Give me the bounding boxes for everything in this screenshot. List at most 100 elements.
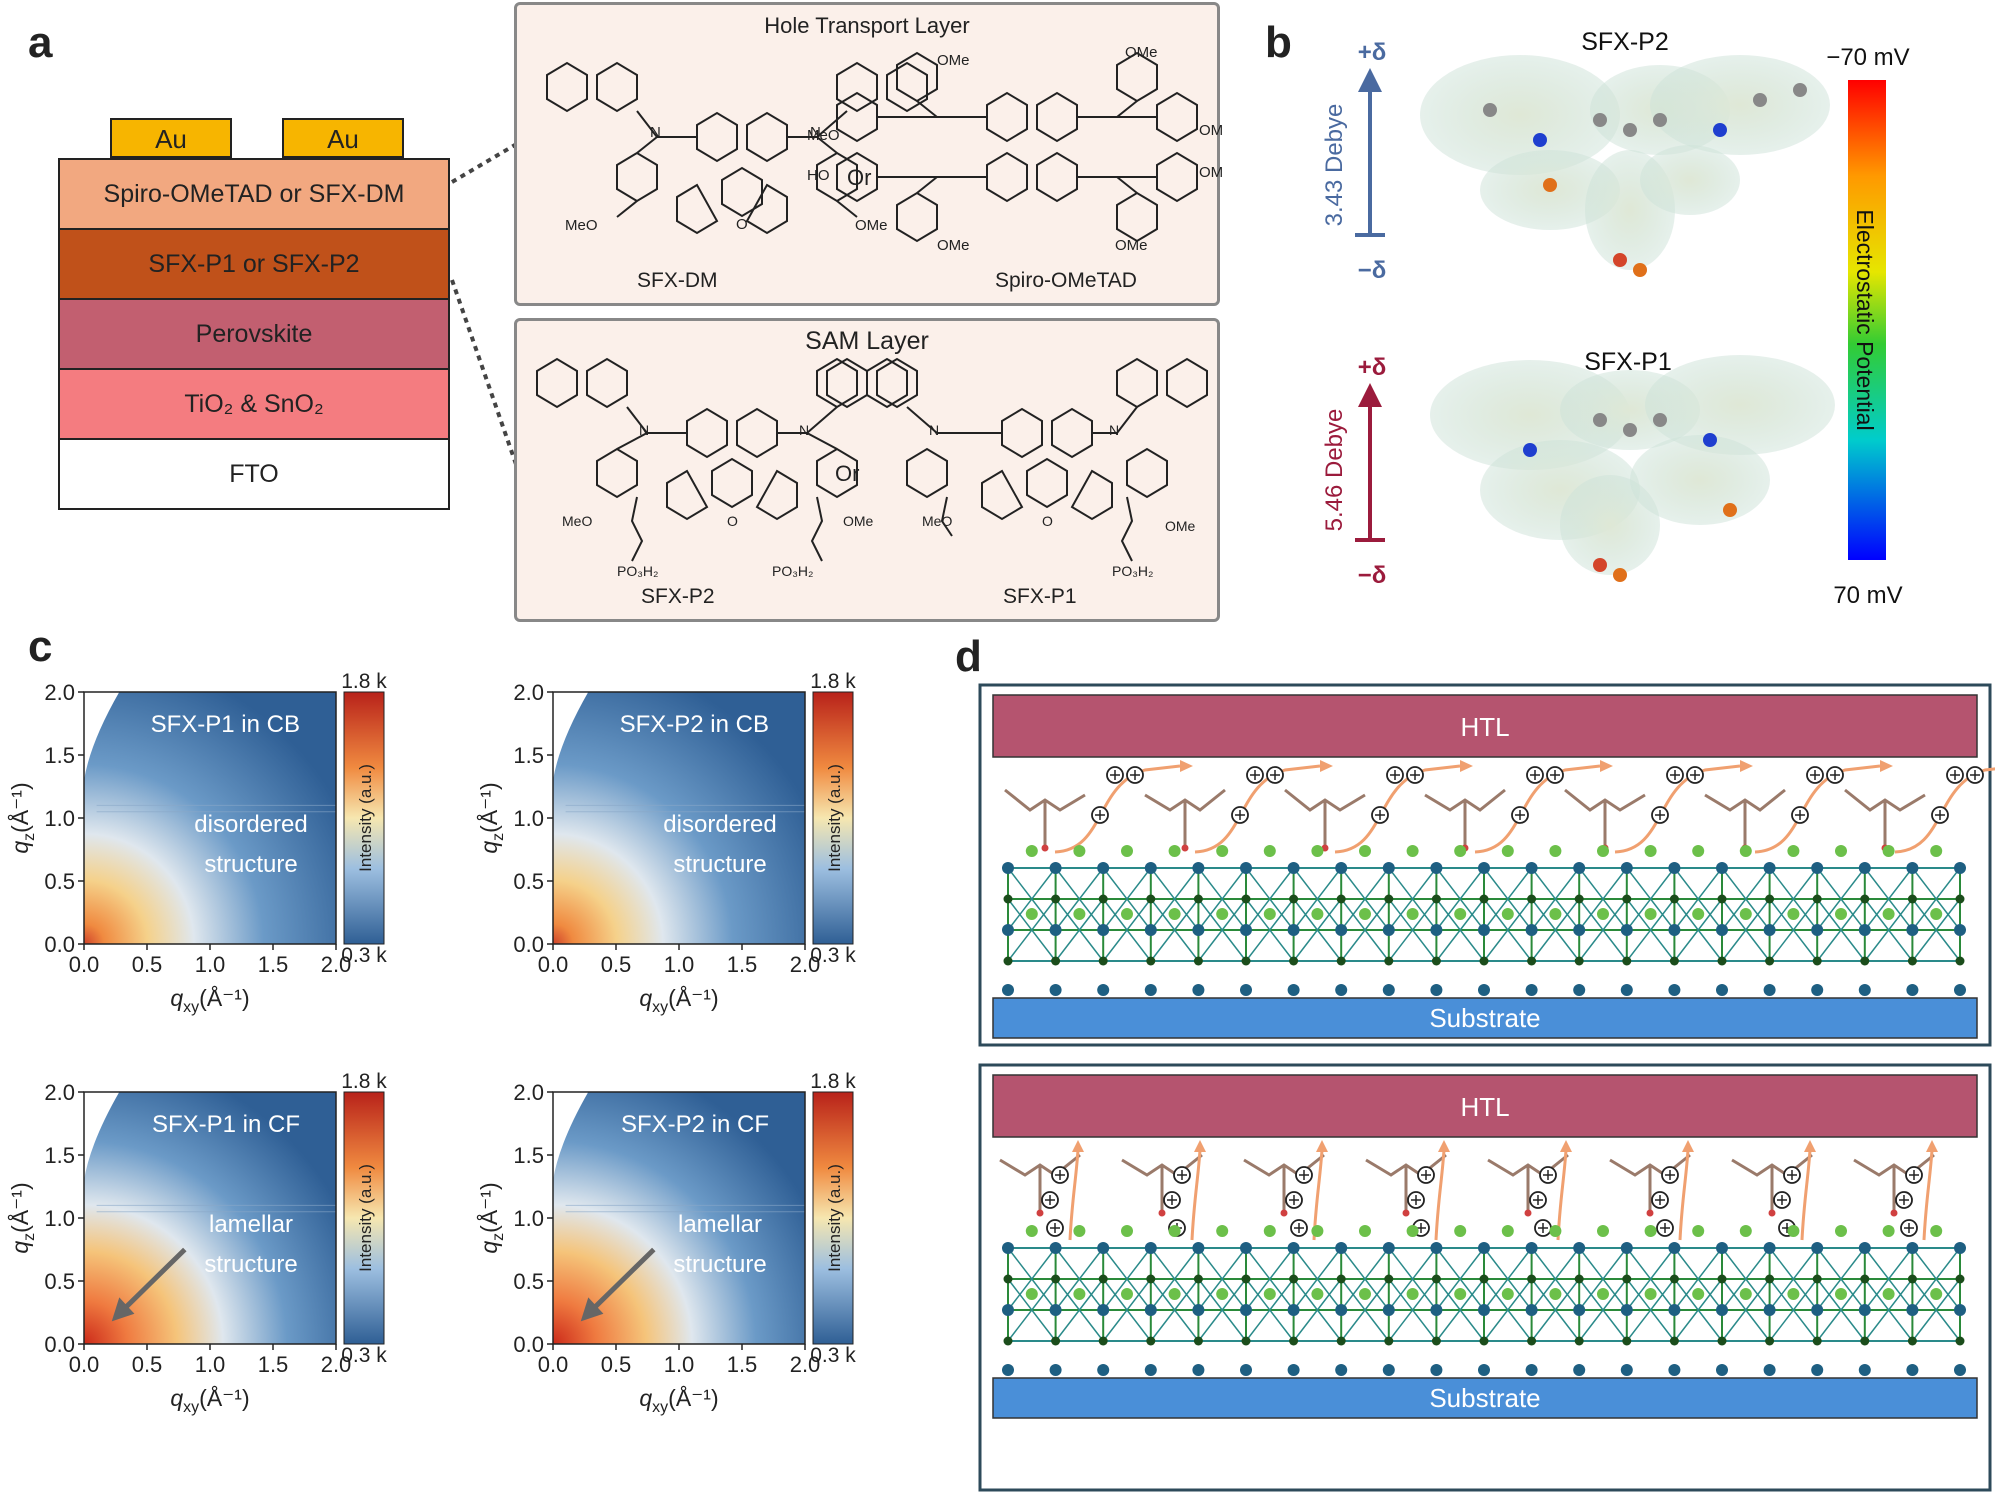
lattice-node xyxy=(1527,1336,1537,1346)
atom-label-o: O xyxy=(727,513,738,529)
giwaxs-plot: 0.00.00.50.51.01.01.51.52.02.0qxy(Å⁻¹)qz… xyxy=(6,670,387,1016)
a-site-ion xyxy=(1263,845,1276,857)
x-tick-label: 1.0 xyxy=(195,952,226,977)
sam-structures: N N O MeO OMe PO₃H₂ PO₃H₂ N N O MeO OMe … xyxy=(536,357,1208,608)
x-tick-label: 2.0 xyxy=(321,1352,352,1377)
a-site-ion xyxy=(1787,845,1800,857)
colorbar-max: 1.8 k xyxy=(341,1070,387,1093)
atom-label-meo: MeO xyxy=(562,513,592,529)
lattice-node xyxy=(1336,1274,1346,1284)
a-site-ion xyxy=(1692,1288,1705,1300)
lattice-node xyxy=(1241,894,1251,904)
x-tick-label: 0.5 xyxy=(132,952,163,977)
lattice-node xyxy=(1717,894,1727,904)
x-tick-label: 0.0 xyxy=(69,952,100,977)
substrate-label-bottom: Substrate xyxy=(1429,1383,1540,1413)
lattice-node xyxy=(1858,984,1871,996)
atom-label-ho: HO xyxy=(807,167,830,184)
vertical-hole-arrow xyxy=(1190,1149,1202,1241)
lattice-diagonal xyxy=(1864,1278,1913,1342)
lattice-node xyxy=(1860,1336,1870,1346)
htl-label-top: HTL xyxy=(1460,712,1509,742)
lattice-node xyxy=(1812,1274,1822,1284)
sam-box-title: SAM Layer xyxy=(805,327,929,355)
a-site-ion xyxy=(1121,1288,1133,1300)
molecule-anchor-atom xyxy=(1158,1209,1166,1217)
lattice-node xyxy=(1049,862,1062,874)
lattice-diagonal xyxy=(1102,1247,1152,1311)
panel-letter-d: d xyxy=(955,632,982,681)
a-site-ion xyxy=(1168,1225,1181,1237)
sam-molecule-box: SAM Layer xyxy=(514,318,1220,622)
atom-label-po3h2: PO₃H₂ xyxy=(617,563,658,579)
a-site-ion xyxy=(1882,845,1895,857)
lattice-node xyxy=(1622,1336,1632,1346)
a-site-ion xyxy=(1597,845,1609,857)
lattice-diagonal xyxy=(1435,1278,1485,1342)
y-tick-label: 2.0 xyxy=(513,1080,544,1105)
connector-sam xyxy=(450,279,520,471)
lattice-node xyxy=(1622,956,1632,966)
a-site-ion xyxy=(1121,908,1133,920)
lattice-diagonal xyxy=(1435,867,1485,931)
a-site-ion xyxy=(1406,845,1419,857)
lattice-diagonal xyxy=(1769,1247,1818,1311)
lattice-node xyxy=(1289,1274,1299,1284)
a-site-ion xyxy=(1168,908,1181,920)
layer-perovskite: Perovskite xyxy=(60,300,448,370)
x-tick-label: 0.5 xyxy=(601,1352,632,1377)
a-site-ion xyxy=(1406,1225,1419,1237)
lattice-node xyxy=(1336,956,1346,966)
a-site-ion xyxy=(1073,1225,1086,1237)
lattice-diagonal xyxy=(1150,1247,1199,1311)
molecule-name-bottom: SFX-P1 xyxy=(1584,348,1672,376)
esp-surface-sfx-p2: SFX-P2 xyxy=(1420,28,1830,277)
lattice-node xyxy=(1573,924,1586,936)
lattice-node xyxy=(1335,862,1348,874)
atom-label-ome: OMe xyxy=(855,217,888,234)
lattice-diagonal xyxy=(1388,867,1437,931)
lattice-node xyxy=(1097,984,1110,996)
lattice-node xyxy=(1289,894,1299,904)
molecule-anchor-atom xyxy=(1041,844,1049,852)
molecule-anchor-atom xyxy=(1768,1209,1776,1217)
lattice-node xyxy=(1811,924,1824,936)
lattice-node xyxy=(1906,862,1919,874)
lattice-node xyxy=(1287,984,1300,996)
vertical-hole-arrow-head xyxy=(1682,1140,1694,1152)
lattice-node xyxy=(1097,924,1110,936)
x-tick-label: 0.5 xyxy=(132,1352,163,1377)
lattice-diagonal xyxy=(1673,1247,1723,1311)
lattice-diagonal xyxy=(1578,1247,1628,1311)
lattice-node xyxy=(1240,1242,1252,1254)
sam-or-label: Or xyxy=(835,461,859,486)
lattice-diagonal xyxy=(1007,1247,1057,1311)
connector-htl xyxy=(450,140,522,184)
lattice-diagonal xyxy=(1102,867,1152,931)
lattice-node xyxy=(1858,862,1871,874)
heatmap-area xyxy=(84,1092,336,1344)
y-axis-label: qz(Å⁻¹) xyxy=(475,1182,507,1253)
lattice-node xyxy=(1668,862,1681,874)
a-site-ion xyxy=(1454,1288,1467,1300)
lattice-node xyxy=(1192,1242,1205,1254)
lattice-node xyxy=(1146,1336,1156,1346)
a-site-ion xyxy=(1073,1288,1086,1300)
vertical-hole-arrow-head xyxy=(1804,1140,1816,1152)
missing-wedge xyxy=(84,692,120,781)
a-site-ion xyxy=(1454,908,1467,920)
intensity-colorbar xyxy=(343,691,385,945)
vertical-hole-arrow-head xyxy=(1926,1140,1938,1152)
lattice-node xyxy=(1430,1242,1443,1254)
lattice-node xyxy=(1241,1274,1251,1284)
perovskite-lattice-top xyxy=(1002,845,1966,996)
a-site-ion xyxy=(1359,1288,1371,1300)
y-axis-label: qz(Å⁻¹) xyxy=(475,782,507,853)
heatmap-area xyxy=(553,1092,805,1344)
lattice-diagonal xyxy=(1245,898,1295,962)
atom-label-n: N xyxy=(650,124,661,141)
lattice-node xyxy=(1478,924,1490,936)
lattice-node xyxy=(1382,1364,1395,1376)
a-site-ion xyxy=(1644,1225,1657,1237)
intensity-colorbar xyxy=(812,1091,854,1345)
